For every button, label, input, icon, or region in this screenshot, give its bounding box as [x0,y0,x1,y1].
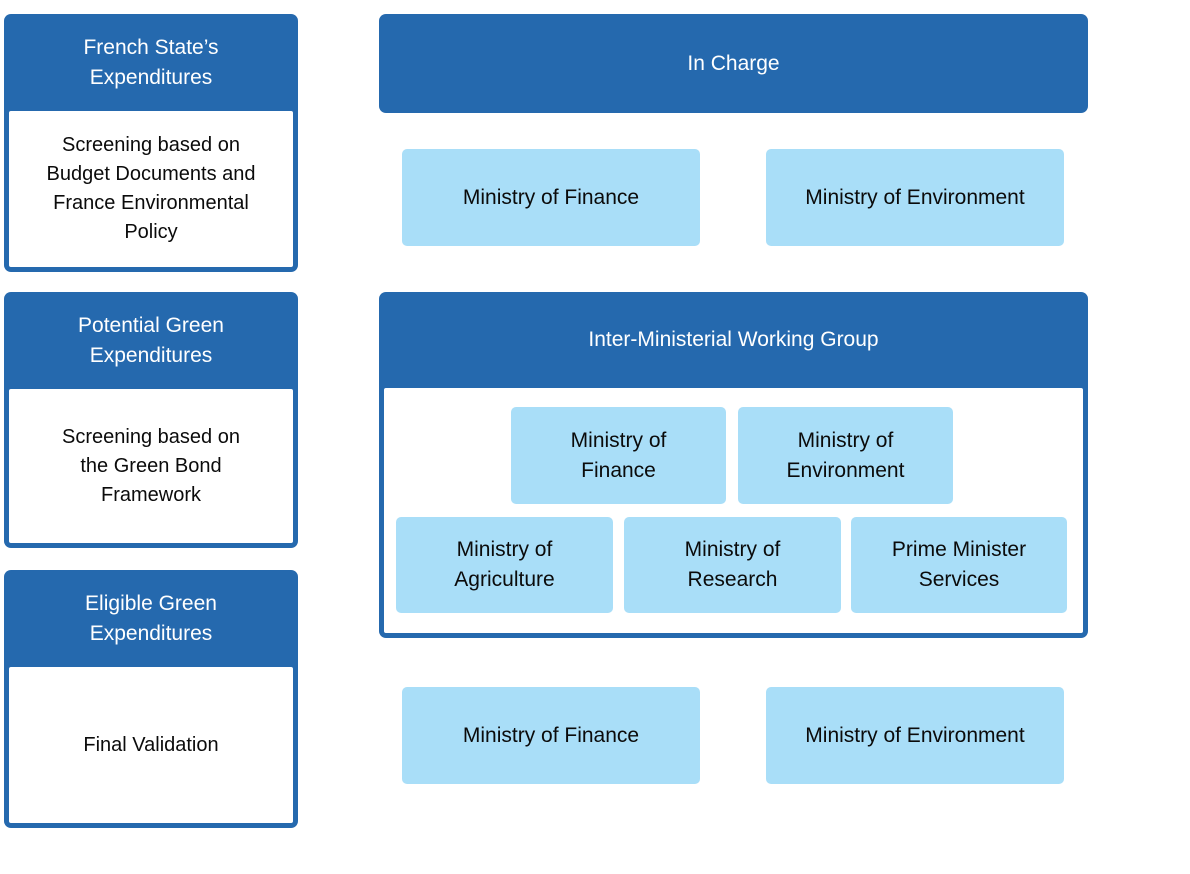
ministry-box-finance-group: Ministry of Finance [511,407,726,504]
stage-box-french-state-expenditures: French State’s Expenditures Screening ba… [4,14,298,272]
working-group-header: Inter-Ministerial Working Group [379,292,1088,388]
stage-body-final-validation: Final Validation [9,667,293,823]
ministry-label: Ministry of Agriculture [454,538,555,591]
stage-body-green-bond-screening: Screening based on the Green Bond Framew… [9,389,293,543]
ministry-label: Ministry of Environment [805,723,1025,747]
ministry-box-agriculture-group: Ministry of Agriculture [396,517,613,613]
stage-header-potential-green-expenditures: Potential Green Expenditures [4,292,298,389]
ministry-label: Ministry of Research [684,538,781,591]
ministry-box-environment-group: Ministry of Environment [738,407,953,504]
stage-header-label: Potential Green Expenditures [78,313,224,367]
ministry-label: Ministry of Environment [805,185,1025,209]
ministry-box-environment-bottom: Ministry of Environment [766,687,1064,784]
ministry-label: Ministry of Finance [570,428,667,482]
inter-ministerial-working-group-box: Inter-Ministerial Working Group Ministry… [379,292,1088,638]
ministry-label: Ministry of Environment [786,428,905,482]
stage-header-eligible-green-expenditures: Eligible Green Expenditures [4,570,298,667]
ministry-box-environment-top: Ministry of Environment [766,149,1064,246]
stage-body-label: Screening based on the Green Bond Framew… [62,425,240,506]
stage-box-eligible-green-expenditures: Eligible Green Expenditures Final Valida… [4,570,298,828]
ministry-box-finance-top: Ministry of Finance [402,149,700,246]
in-charge-label: In Charge [687,51,780,75]
stage-body-label: Screening based on Budget Documents and … [46,134,256,243]
ministry-box-prime-minister-services-group: Prime Minister Services [851,517,1067,613]
stage-header-label: Eligible Green Expenditures [85,591,217,645]
ministry-label: Ministry of Finance [462,185,640,209]
ministry-box-finance-bottom: Ministry of Finance [402,687,700,784]
ministry-box-research-group: Ministry of Research [624,517,841,613]
stage-body-label: Final Validation [83,733,219,756]
stage-header-label: French State’s Expenditures [83,35,219,89]
ministry-label: Prime Minister Services [891,538,1027,591]
ministry-label: Ministry of Finance [462,723,640,747]
stage-body-budget-screening: Screening based on Budget Documents and … [9,111,293,267]
working-group-title: Inter-Ministerial Working Group [588,328,879,351]
stage-box-potential-green-expenditures: Potential Green Expenditures Screening b… [4,292,298,548]
in-charge-banner: In Charge [379,14,1088,113]
stage-header-french-state-expenditures: French State’s Expenditures [4,14,298,111]
